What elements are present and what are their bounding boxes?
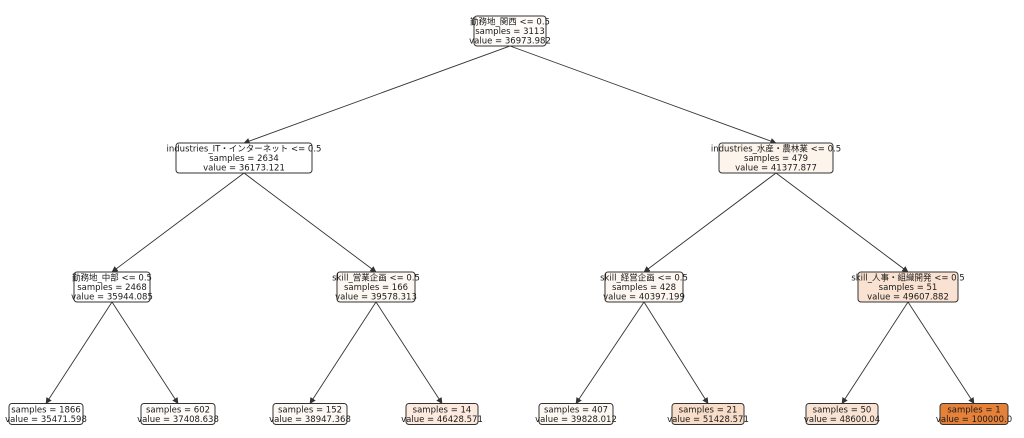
node-label-line: industries_水産・農林業 <= 0.5 [711,144,841,155]
node-box [473,15,547,47]
node-label-line: skill_人事・組織開発 <= 0.5 [851,273,964,284]
tree-edges [45,45,975,405]
node-label-line: value = 35944.085 [71,293,153,303]
tree-edge-arrow [45,301,113,405]
node-label-line: skill_経営企画 <= 0.5 [600,273,688,284]
tree-edge-arrow [907,301,975,405]
tree-edge-arrow [309,301,377,405]
node-label-line: value = 35471.598 [5,415,87,425]
node-label-line: samples = 479 [744,154,808,164]
node-label-line: samples = 1 [947,405,1000,415]
node-label-line: value = 36173.121 [203,164,285,174]
node-box [73,271,151,303]
tree-edge-arrow [375,301,443,405]
node-label-line: value = 39578.313 [335,293,417,303]
node-box [805,403,879,425]
node-label-line: samples = 21 [679,405,738,415]
node-box [336,271,416,303]
tree-edge-arrow [111,172,245,273]
tree-edge-arrow [643,172,777,273]
tree-edge-arrow [509,45,777,145]
node-box [405,403,479,425]
node-label-line: samples = 3113 [475,27,545,37]
node-label-line: skill_営業企画 <= 0.5 [332,273,420,284]
node-box [939,403,1009,425]
node-label-line: value = 51428.571 [667,415,749,425]
node-label-line: samples = 2634 [209,154,279,164]
node-box [140,403,216,425]
node-label-line: samples = 2468 [77,283,147,293]
node-label-line: 勤務地_関西 <= 0.5 [470,17,550,28]
node-label-line: value = 37408.638 [137,415,219,425]
node-box [671,403,745,425]
node-label-line: 勤務地_中部 <= 0.5 [72,273,152,284]
tree-edge-arrow [243,172,377,273]
node-label-line: samples = 407 [544,405,608,415]
tree-edge-arrow [841,301,909,405]
node-box [538,403,614,425]
node-label-line: value = 48600.04 [804,415,880,425]
node-label-line: value = 38947.368 [269,415,351,425]
tree-edge-arrow [575,301,645,405]
tree-edge-arrow [643,301,709,405]
node-box [272,403,348,425]
node-box [718,142,834,174]
node-label-line: value = 46428.571 [401,415,483,425]
node-label-line: value = 39828.012 [535,415,617,425]
node-box [175,142,313,174]
tree-edge-arrow [775,172,909,273]
node-box [857,271,959,303]
node-label-line: value = 100000.0 [936,415,1012,425]
node-label-line: samples = 602 [146,405,210,415]
tree-edge-arrow [243,45,511,145]
node-box [604,271,684,303]
node-label-line: samples = 50 [813,405,872,415]
node-label-line: value = 36973.982 [469,37,551,47]
node-box [8,403,84,425]
node-label-line: samples = 428 [612,283,676,293]
node-label-line: samples = 14 [413,405,472,415]
node-label-line: value = 49607.882 [867,293,949,303]
node-label-line: value = 40397.199 [603,293,685,303]
tree-edge-arrow [111,301,179,405]
node-label-line: industries_IT・インターネット <= 0.5 [167,145,322,155]
node-label-line: samples = 152 [278,405,342,415]
node-label-line: value = 41377.877 [735,164,817,174]
node-label-line: samples = 51 [879,283,938,293]
node-label-line: samples = 1866 [11,405,81,415]
node-label-line: samples = 166 [344,283,408,293]
